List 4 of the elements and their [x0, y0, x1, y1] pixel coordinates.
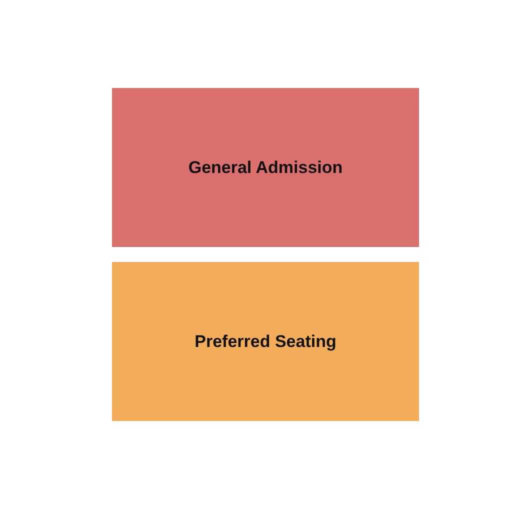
seating-section: [112, 262, 419, 421]
section-label: General Admission: [188, 158, 343, 178]
section-label: Preferred Seating: [194, 332, 336, 352]
seating-section: [112, 88, 419, 247]
